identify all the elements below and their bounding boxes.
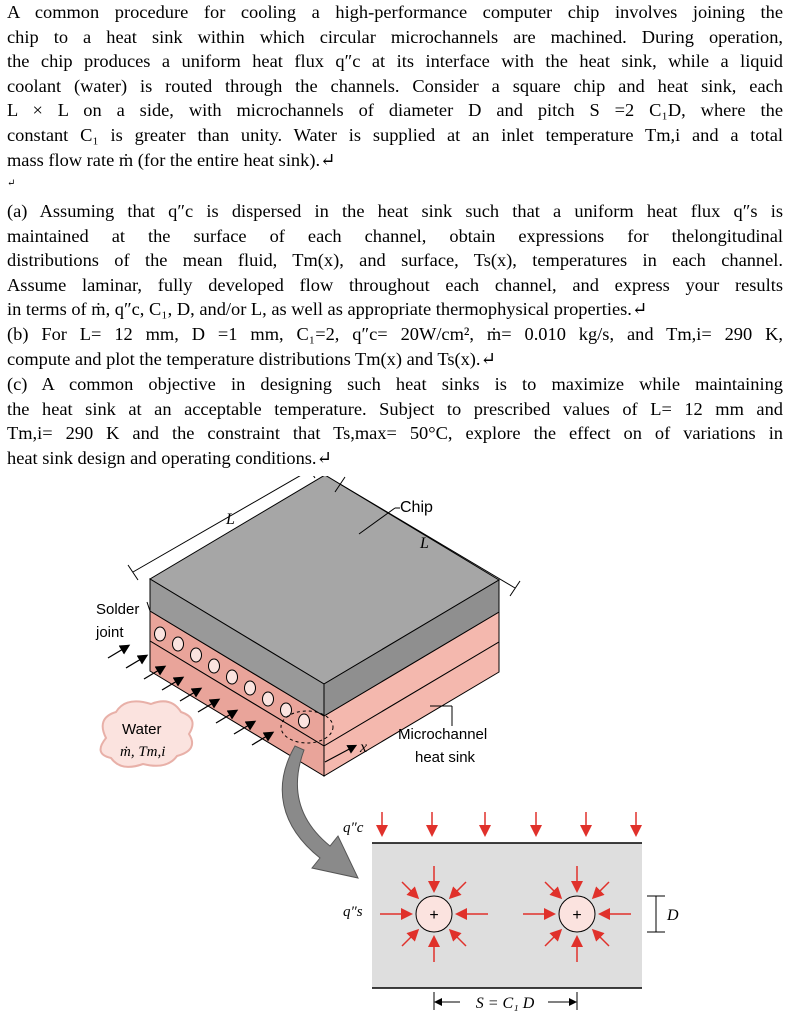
part-a-line: Assume laminar, fully developed flow thr… [7, 274, 783, 295]
chip-label-group: Chip [358, 499, 433, 535]
microchannel-label-1: Microchannel [398, 726, 487, 743]
break-mark: ↵ [7, 178, 783, 190]
paragraph-mark: ↵ [7, 178, 16, 189]
intro-line: the chip produces a uniform heat flux q″… [7, 51, 783, 72]
dimension-s: S = C₁ D [433, 992, 578, 1012]
dimension-l-top: L [127, 476, 316, 581]
part-b-line: compute and plot the temperature distrib… [7, 348, 496, 369]
cross-section-detail: q″c q″s + [343, 812, 679, 1012]
zoom-arrow [281, 745, 359, 879]
part-a-paragraph: (a) Assuming that q″c is dispersed in th… [7, 199, 783, 322]
label-l-right: L [419, 535, 429, 552]
qc-label: q″c [343, 820, 364, 836]
channel-1: + [380, 866, 488, 962]
part-c-line: (c) A common objective in designing such… [7, 374, 783, 394]
part-a-line: in terms of ṁ, q″c, C₁, D, and/or L, as … [7, 299, 648, 320]
d-label: D [666, 907, 679, 924]
label-l-top: L [225, 511, 235, 528]
solder-label-2: joint [95, 624, 124, 641]
plus-icon: + [429, 907, 438, 924]
water-symbol-label: ṁ, Tm,i [120, 744, 165, 760]
intro-line: A common procedure for cooling a high-pe… [7, 2, 783, 22]
intro-paragraph: A common procedure for cooling a high-pe… [7, 0, 783, 172]
solder-label-1: Solder [96, 601, 139, 618]
dimension-d: D [647, 895, 679, 933]
x-axis-arrow: x [324, 739, 367, 763]
part-a-line: (a) Assuming that q″c is dispersed in th… [7, 201, 783, 221]
heat-flux-arrows [376, 812, 642, 837]
dimension-l-right: L [334, 476, 521, 597]
detail-circle [280, 710, 334, 744]
intro-line: chip to a heat sink within which circula… [7, 26, 783, 47]
part-b-paragraph: (b) For L= 12 mm, D =1 mm, C₁=2, q″c= 20… [7, 322, 783, 371]
part-b-line: (b) For L= 12 mm, D =1 mm, C₁=2, q″c= 20… [7, 324, 783, 344]
chip-label: Chip [400, 499, 433, 516]
part-c-line: the heat sink at an acceptable temperatu… [7, 398, 783, 419]
s-label: S = C₁ D [476, 995, 535, 1012]
intro-line: constant C₁ is greater than unity. Water… [7, 124, 783, 145]
x-axis-label: x [359, 739, 367, 756]
plus-icon: + [572, 907, 581, 924]
qs-label: q″s [343, 904, 363, 920]
part-a-line: distributions of the mean fluid, Tm(x), … [7, 250, 783, 271]
part-c-line: Tm,i= 290 K and the constraint that Ts,m… [7, 423, 783, 444]
microchannel-label-group: Microchannel heat sink [398, 705, 487, 766]
water-flow-arrows [107, 644, 275, 746]
microchannel-label-2: heat sink [415, 749, 476, 766]
part-c-line: heat sink design and operating condition… [7, 447, 332, 468]
intro-line: coolant (water) is routed through the ch… [7, 75, 783, 96]
solder-label-group: Solder joint [95, 601, 151, 641]
microchannel-openings [154, 626, 310, 729]
channel-2: + [523, 866, 631, 962]
chip-block [149, 476, 500, 717]
part-c-paragraph: (c) A common objective in designing such… [7, 372, 783, 470]
intro-line: mass flow rate ṁ (for the entire heat si… [7, 149, 336, 170]
part-a-line: maintained at the surface of each channe… [7, 225, 783, 246]
heat-sink-figure: L L Chip Solder joint Water ṁ, Tm,i [95, 476, 679, 1012]
water-label-group: Water ṁ, Tm,i [99, 700, 194, 768]
intro-line: L × L on a side, with microchannels of d… [7, 100, 783, 121]
water-label: Water [122, 721, 161, 738]
